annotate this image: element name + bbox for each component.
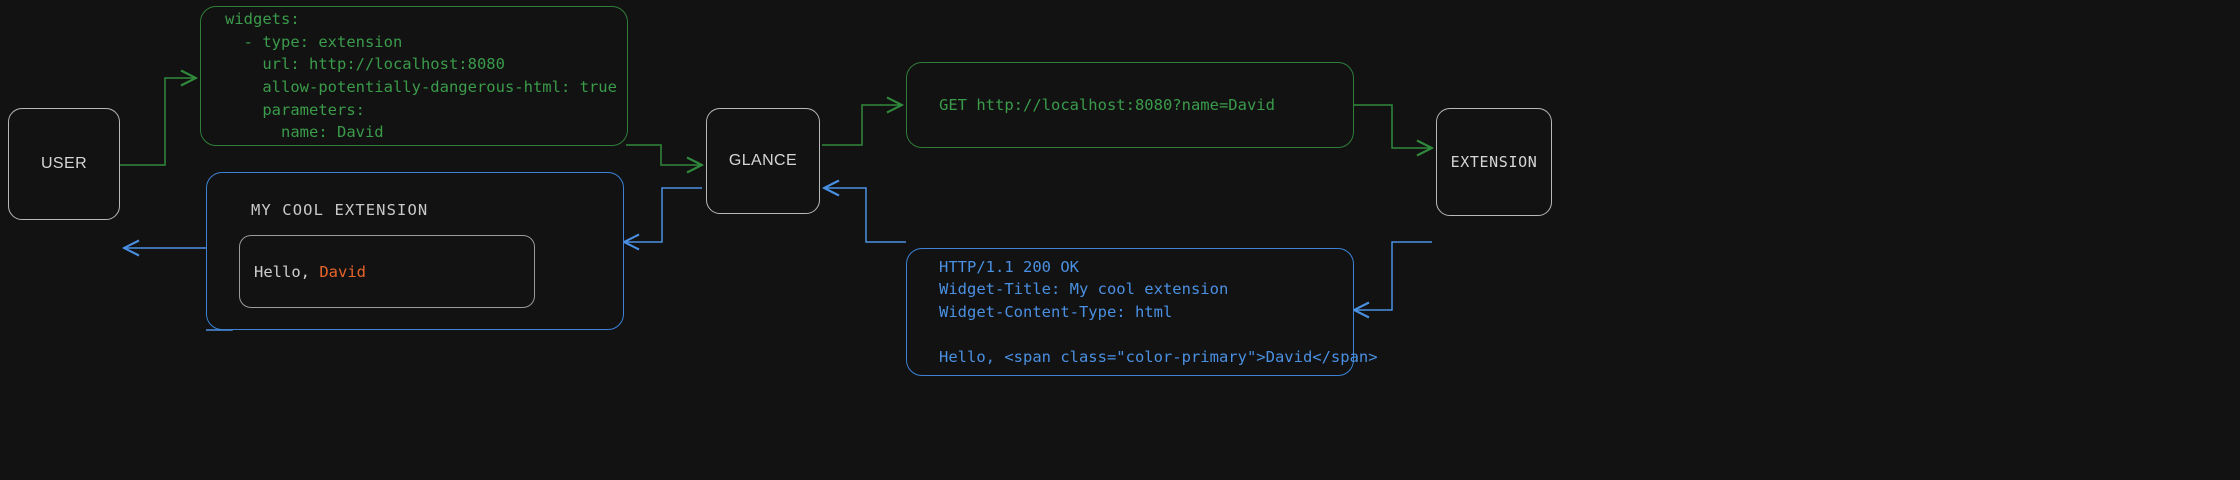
rendered-widget-title: MY COOL EXTENSION [251, 201, 429, 219]
http-request-text: GET http://localhost:8080?name=David [939, 95, 1275, 114]
config-yaml-box: widgets: - type: extension url: http://l… [200, 6, 628, 146]
rendered-widget-body: Hello, David [239, 235, 535, 308]
node-extension-label: EXTENSION [1450, 153, 1538, 171]
greeting-prefix: Hello, [254, 262, 320, 281]
http-request-box: GET http://localhost:8080?name=David [906, 62, 1354, 148]
http-response-text: HTTP/1.1 200 OK Widget-Title: My cool ex… [939, 257, 1378, 366]
node-glance[interactable]: GLANCE [706, 108, 820, 214]
rendered-widget-greeting: Hello, David [240, 263, 366, 281]
node-user[interactable]: USER [8, 108, 120, 220]
rendered-widget-card: MY COOL EXTENSION Hello, David [206, 172, 624, 330]
edge-glance-to-widget [624, 187, 702, 242]
node-glance-label: GLANCE [728, 152, 798, 169]
edge-user-to-config [120, 78, 196, 166]
config-yaml-text: widgets: - type: extension url: http://l… [225, 10, 617, 142]
node-extension[interactable]: EXTENSION [1436, 108, 1552, 216]
edge-glance-to-request [822, 105, 902, 146]
edge-response-to-glance [824, 188, 906, 243]
http-response-box: HTTP/1.1 200 OK Widget-Title: My cool ex… [906, 248, 1378, 376]
edge-request-to-extension [1352, 104, 1432, 148]
node-user-label: USER [40, 155, 88, 172]
greeting-name: David [319, 262, 366, 281]
edge-config-to-glance [626, 144, 702, 165]
